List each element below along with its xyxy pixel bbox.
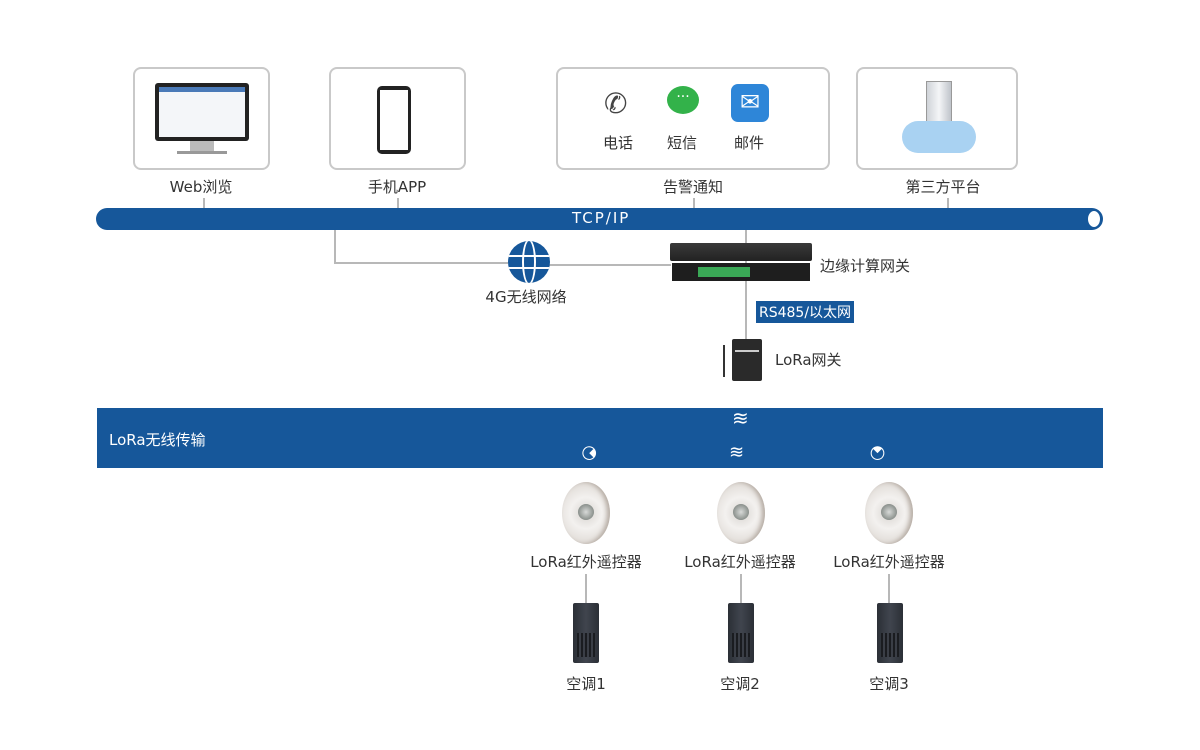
edge-gateway-device bbox=[670, 243, 812, 281]
ac-label-2: 空调2 bbox=[720, 675, 760, 693]
web-node bbox=[133, 67, 270, 170]
ir-remote-1 bbox=[562, 482, 610, 544]
lora-band-label: LoRa无线传输 bbox=[109, 431, 206, 449]
edge-gateway-label: 边缘计算网关 bbox=[820, 257, 911, 275]
ir-remote-2 bbox=[717, 482, 765, 544]
ac-unit-3 bbox=[877, 603, 903, 663]
ac-unit-1 bbox=[573, 603, 599, 663]
remote-label-1: LoRa红外遥控器 bbox=[530, 553, 642, 571]
alert-label: 告警通知 bbox=[662, 178, 724, 196]
alert-phone-label: 电话 bbox=[602, 134, 634, 152]
phone-icon: ✆ bbox=[604, 87, 628, 120]
antenna-icon bbox=[723, 345, 725, 377]
network-label: 4G无线网络 bbox=[485, 288, 567, 306]
web-label: Web浏览 bbox=[169, 178, 233, 196]
broadcast-icon: ≋ bbox=[732, 406, 749, 430]
remote-label-2: LoRa红外遥控器 bbox=[684, 553, 796, 571]
remote-label-3: LoRa红外遥控器 bbox=[833, 553, 945, 571]
lora-gateway-label: LoRa网关 bbox=[775, 351, 842, 369]
ac-label-1: 空调1 bbox=[566, 675, 606, 693]
third-party-node bbox=[856, 67, 1018, 170]
third-party-label: 第三方平台 bbox=[905, 178, 981, 196]
alert-node: ✆ ··· ✉ 电话 短信 邮件 bbox=[556, 67, 830, 170]
monitor-icon bbox=[155, 83, 249, 141]
app-label: 手机APP bbox=[367, 178, 427, 196]
lora-band: LoRa无线传输 ≋ ◔ ≋ ◔ bbox=[97, 406, 1103, 468]
cloud-icon bbox=[902, 121, 976, 153]
phone-device-icon bbox=[377, 86, 411, 154]
app-node bbox=[329, 67, 466, 170]
alert-sms-label: 短信 bbox=[666, 134, 698, 152]
signal-icon: ◔ bbox=[576, 439, 603, 466]
link-label: RS485/以太网 bbox=[756, 301, 855, 323]
signal-icon: ◔ bbox=[863, 439, 890, 466]
alert-mail-label: 邮件 bbox=[733, 134, 765, 152]
tcp-ip-label: TCP/IP bbox=[572, 209, 631, 227]
globe-icon bbox=[508, 241, 550, 283]
ac-label-3: 空调3 bbox=[869, 675, 909, 693]
ir-remote-3 bbox=[865, 482, 913, 544]
wifi-icon: ≋ bbox=[729, 442, 745, 463]
mail-icon: ✉ bbox=[731, 84, 769, 122]
tcp-ip-bar: TCP/IP bbox=[96, 208, 1103, 230]
lora-gateway-device bbox=[732, 339, 762, 381]
message-icon: ··· bbox=[667, 86, 699, 114]
ac-unit-2 bbox=[728, 603, 754, 663]
